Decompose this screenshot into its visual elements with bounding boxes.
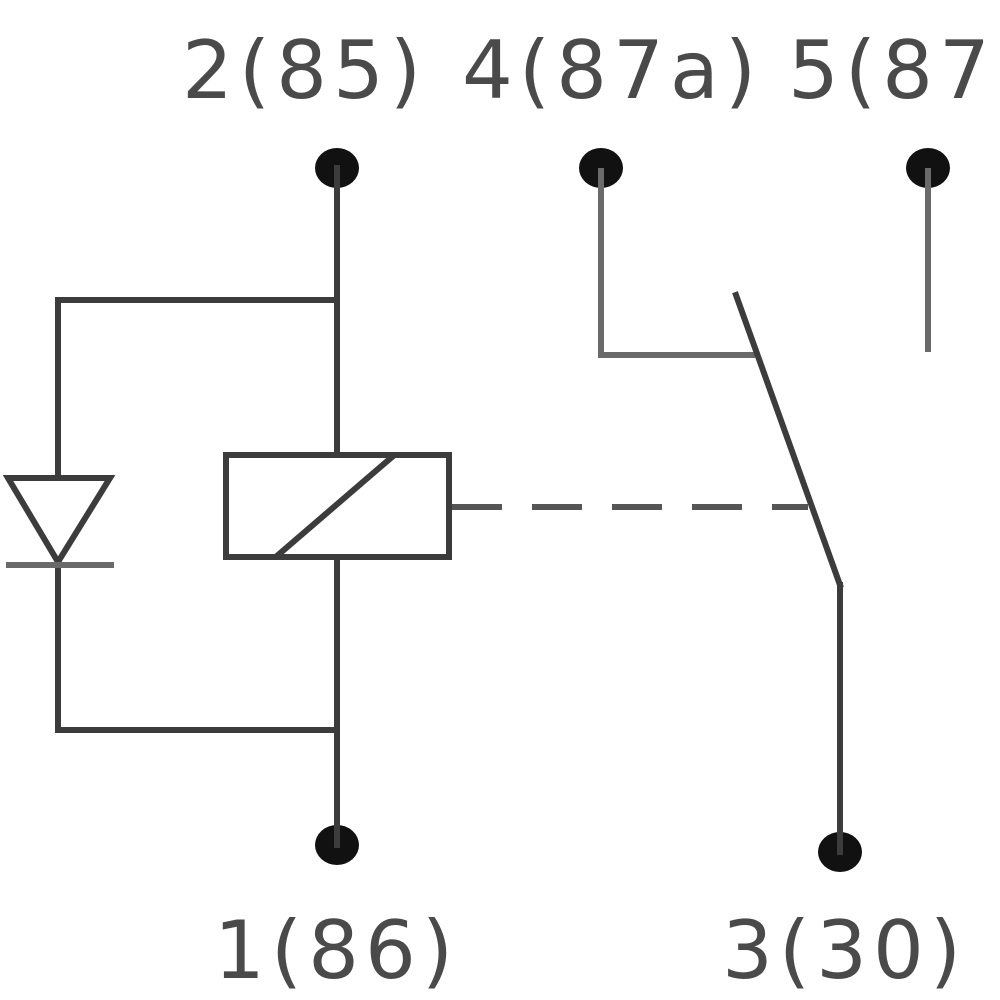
- label-pin-3: 3(30): [722, 904, 967, 997]
- label-pin-1: 1(86): [214, 904, 459, 997]
- relay-coil-slash: [273, 452, 397, 560]
- relay-coil: [223, 452, 452, 560]
- label-pin-2: 2(85): [182, 24, 427, 117]
- label-pin-4: 4(87a): [462, 24, 762, 117]
- diode-triangle: [2, 475, 116, 568]
- wire-pin4-nc-contact: [598, 168, 755, 358]
- label-pin-5: 5(87): [788, 24, 1000, 117]
- switch-arm: [732, 291, 844, 589]
